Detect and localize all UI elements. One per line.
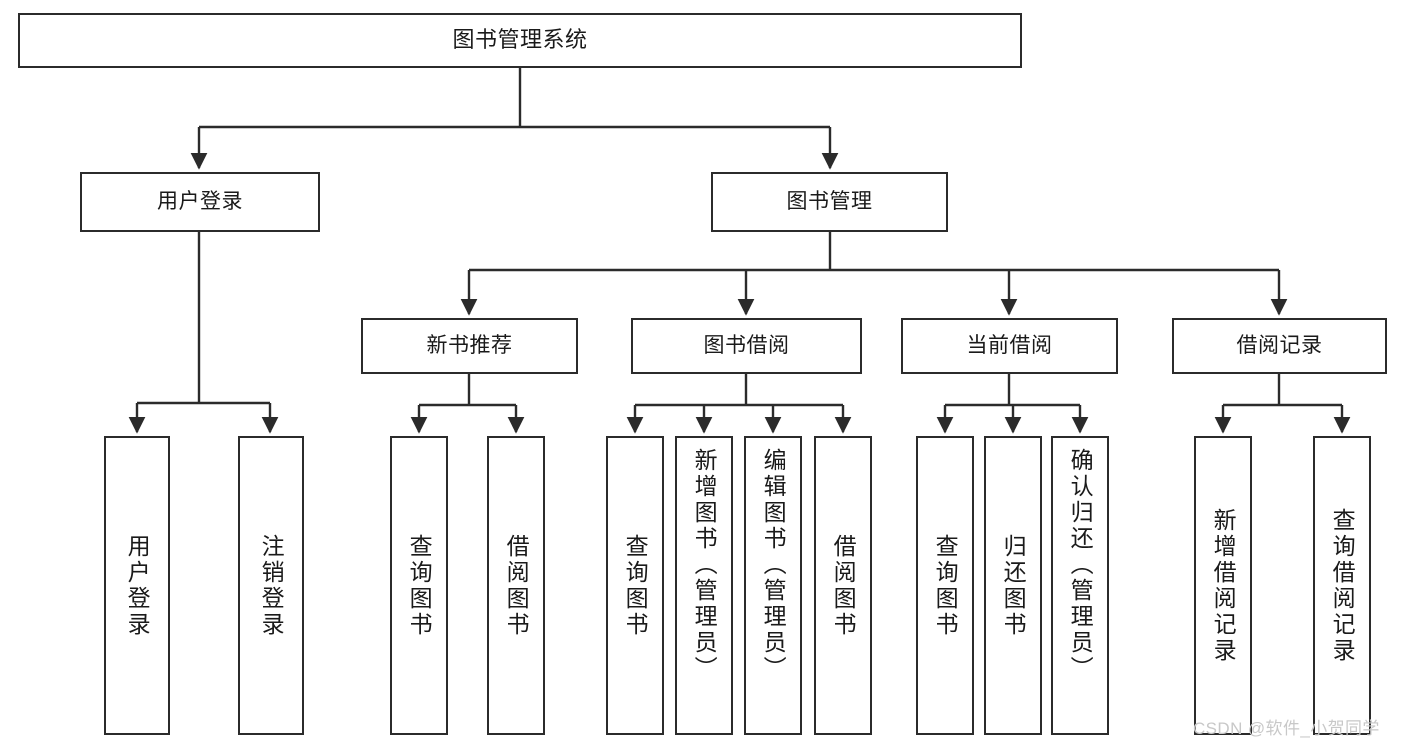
node-label: 图书管理系统	[452, 27, 588, 53]
leaf-borrow-record-add-record[interactable]: 新增借阅记录	[1194, 436, 1252, 735]
node-label: 用户登录	[157, 190, 243, 214]
node-label: 注销登录	[258, 533, 285, 638]
node-label: 查询图书	[622, 533, 649, 638]
node-label: 查询图书	[406, 533, 433, 638]
node-label: 借阅图书	[830, 533, 857, 638]
leaf-book-borrow-borrow-book[interactable]: 借阅图书	[814, 436, 872, 735]
leaf-current-borrow-query-book[interactable]: 查询图书	[916, 436, 974, 735]
node-current-borrow[interactable]: 当前借阅	[901, 318, 1118, 374]
leaf-book-borrow-add-book-admin[interactable]: 新增图书（管理员）	[675, 436, 733, 735]
node-label: 新增图书（管理员）	[691, 448, 718, 682]
leaf-book-borrow-edit-book-admin[interactable]: 编辑图书（管理员）	[744, 436, 802, 735]
node-label: 图书借阅	[703, 334, 790, 358]
node-label: 查询图书	[932, 533, 959, 638]
node-borrow-record[interactable]: 借阅记录	[1172, 318, 1387, 374]
node-new-book-recommend[interactable]: 新书推荐	[361, 318, 578, 374]
leaf-user-login-logout[interactable]: 注销登录	[238, 436, 304, 735]
leaf-book-borrow-query-book[interactable]: 查询图书	[606, 436, 664, 735]
node-label: 查询借阅记录	[1329, 507, 1356, 664]
leaf-borrow-record-query-record[interactable]: 查询借阅记录	[1313, 436, 1371, 735]
node-book-borrow[interactable]: 图书借阅	[631, 318, 862, 374]
node-label: 用户登录	[124, 533, 151, 638]
node-label: 确认归还（管理员）	[1067, 448, 1094, 682]
node-label: 新增借阅记录	[1210, 507, 1237, 664]
node-root-book-management-system[interactable]: 图书管理系统	[18, 13, 1022, 68]
leaf-current-borrow-confirm-return-admin[interactable]: 确认归还（管理员）	[1051, 436, 1109, 735]
node-user-login[interactable]: 用户登录	[80, 172, 320, 232]
node-label: 归还图书	[1000, 533, 1027, 638]
leaf-new-book-query-book[interactable]: 查询图书	[390, 436, 448, 735]
node-label: 编辑图书（管理员）	[760, 448, 787, 682]
node-label: 新书推荐	[426, 334, 513, 358]
leaf-current-borrow-return-book[interactable]: 归还图书	[984, 436, 1042, 735]
node-label: 图书管理	[786, 190, 873, 214]
leaf-new-book-borrow-book[interactable]: 借阅图书	[487, 436, 545, 735]
node-label: 借阅图书	[503, 533, 530, 638]
csdn-watermark: CSDN @软件_小贺同学	[1193, 719, 1380, 738]
leaf-user-login-login[interactable]: 用户登录	[104, 436, 170, 735]
node-label: 当前借阅	[966, 334, 1053, 358]
node-label: 借阅记录	[1236, 334, 1323, 358]
node-book-management[interactable]: 图书管理	[711, 172, 948, 232]
